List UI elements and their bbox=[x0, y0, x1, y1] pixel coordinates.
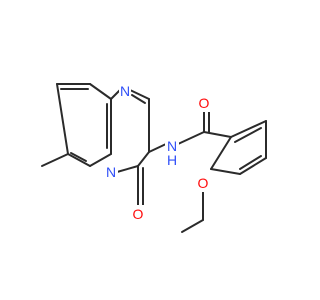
atom-o-carbonyl-ring: O bbox=[132, 205, 145, 223]
methoxy-methyl-bond bbox=[181, 219, 204, 233]
benzene-bond-4 bbox=[239, 157, 267, 175]
atom-o-carbonyl-ring-label: O bbox=[133, 206, 144, 222]
atom-n-ring-fused: N bbox=[105, 163, 118, 181]
pyrimidine-double bbox=[131, 94, 146, 104]
atom-o-methoxy: O bbox=[197, 174, 210, 192]
atom-label-layer: N N N H O O O bbox=[105, 82, 211, 223]
atom-n-ring-top-label: N bbox=[120, 83, 130, 99]
pyridine-bond-6 bbox=[56, 83, 69, 155]
atom-o-carbonyl-amide: O bbox=[198, 94, 211, 112]
benzene-bond-5 bbox=[210, 168, 241, 175]
atom-n-ring-fused-label: N bbox=[106, 164, 116, 180]
benzene-double-1 bbox=[234, 127, 262, 143]
atom-nh-amide-n-label: N bbox=[167, 138, 177, 154]
amide-n-bond bbox=[148, 143, 167, 153]
benzene-bond-1 bbox=[203, 131, 232, 138]
benzene-bond-6 bbox=[210, 136, 232, 170]
methyl-bond bbox=[41, 153, 69, 167]
pyridine-bond-5 bbox=[67, 153, 91, 167]
atom-nh-amide: N H bbox=[165, 137, 179, 168]
bond-layer bbox=[41, 83, 267, 233]
pyridine-bond-2 bbox=[89, 83, 112, 100]
pyrimidine-bond-5 bbox=[116, 165, 139, 173]
molecule-structure: N N N H O O O bbox=[41, 82, 267, 233]
atom-nh-amide-h-label: H bbox=[167, 152, 177, 168]
atom-o-carbonyl-amide-label: O bbox=[199, 95, 210, 111]
benzene-bond-2 bbox=[230, 120, 267, 138]
pyridine-bond-4 bbox=[89, 153, 112, 167]
benzene-double-2 bbox=[239, 155, 262, 170]
pyrimidine-bond-1 bbox=[110, 89, 121, 100]
amide-c-bond bbox=[177, 131, 205, 145]
atom-o-methoxy-label: O bbox=[198, 175, 209, 191]
pyrimidine-bond-4 bbox=[137, 151, 150, 167]
atom-n-ring-top: N bbox=[119, 82, 131, 100]
pyrimidine-bond-2 bbox=[129, 89, 150, 100]
pyridine-double-3 bbox=[70, 152, 87, 162]
